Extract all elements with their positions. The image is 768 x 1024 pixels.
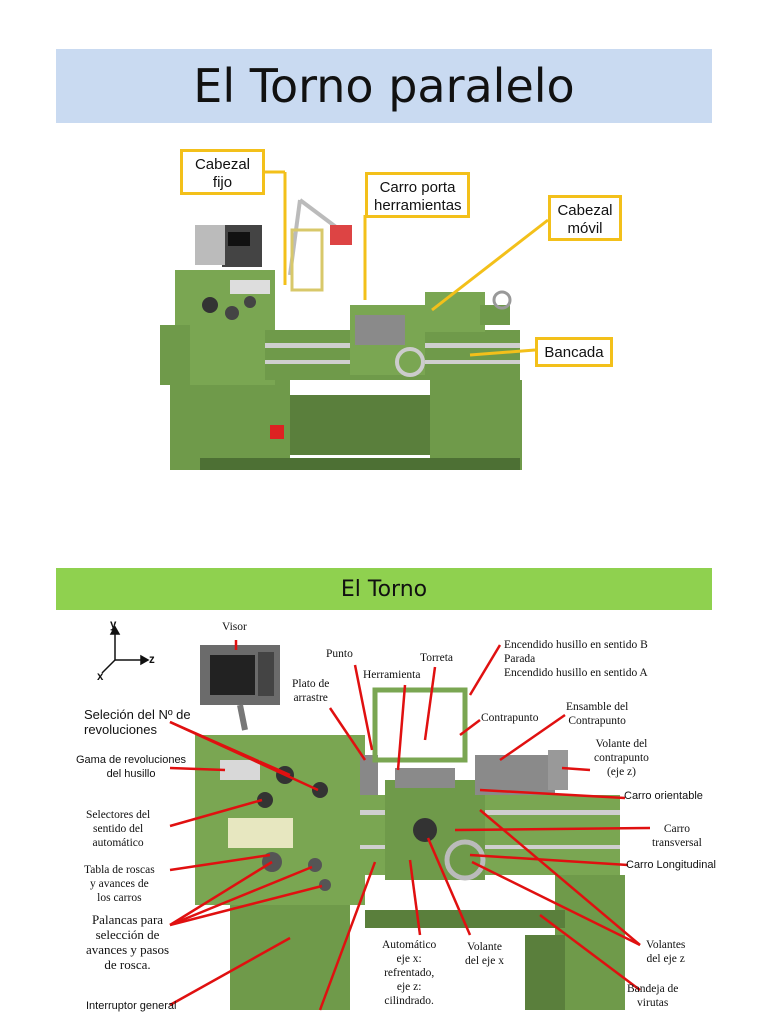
axis-x-label: x bbox=[97, 670, 103, 684]
label-volante-x: Volante del eje x bbox=[465, 940, 504, 968]
label-encendido-b: Encendido husillo en sentido B bbox=[504, 638, 648, 652]
label-herramienta: Herramienta bbox=[363, 668, 420, 682]
lathe-top-body bbox=[160, 200, 522, 470]
label-tabla: Tabla de roscas y avances de los carros bbox=[84, 863, 155, 905]
label-carro-longitudinal: Carro Longitudinal bbox=[626, 858, 716, 872]
label-bandeja: Bandeja de virutas bbox=[627, 982, 678, 1010]
label-ensamble: Ensamble del Contrapunto bbox=[566, 700, 628, 728]
label-encendido-a: Encendido husillo en sentido A bbox=[504, 666, 648, 680]
label-punto: Punto bbox=[326, 647, 353, 661]
label-interruptor: Interruptor general bbox=[86, 999, 177, 1013]
label-volante-contrapunto: Volante del contrapunto (eje z) bbox=[594, 737, 649, 779]
label-carro-transversal: Carro transversal bbox=[652, 822, 702, 850]
label-automatico: Automático eje x: refrentado, eje z: cil… bbox=[382, 938, 436, 1008]
callout-cabezal-movil: Cabezal móvil bbox=[548, 195, 622, 241]
label-palancas: Palancas para selección de avances y pas… bbox=[86, 912, 169, 972]
label-plato: Plato de arrastre bbox=[292, 677, 329, 705]
label-contrapunto: Contrapunto bbox=[481, 711, 539, 725]
label-gama: Gama de revoluciones del husillo bbox=[76, 753, 186, 781]
section-title: El Torno bbox=[56, 568, 712, 610]
label-parada: Parada bbox=[504, 652, 535, 666]
label-seleccion: Seleción del Nº de revoluciones bbox=[84, 707, 191, 737]
axis-y-label: y bbox=[110, 618, 116, 632]
axis-z-label: z bbox=[149, 653, 155, 667]
label-selectores: Selectores del sentido del automático bbox=[86, 808, 150, 850]
callout-bancada: Bancada bbox=[535, 337, 613, 367]
label-volantes-z: Volantes del eje z bbox=[646, 938, 685, 966]
label-torreta: Torreta bbox=[420, 651, 453, 665]
callout-carro-porta: Carro porta herramientas bbox=[365, 172, 470, 218]
axis-glyph bbox=[102, 627, 148, 673]
label-visor: Visor bbox=[222, 620, 247, 634]
label-carro-orientable: Carro orientable bbox=[624, 789, 703, 803]
callout-cabezal-fijo: Cabezal fijo bbox=[180, 149, 265, 195]
